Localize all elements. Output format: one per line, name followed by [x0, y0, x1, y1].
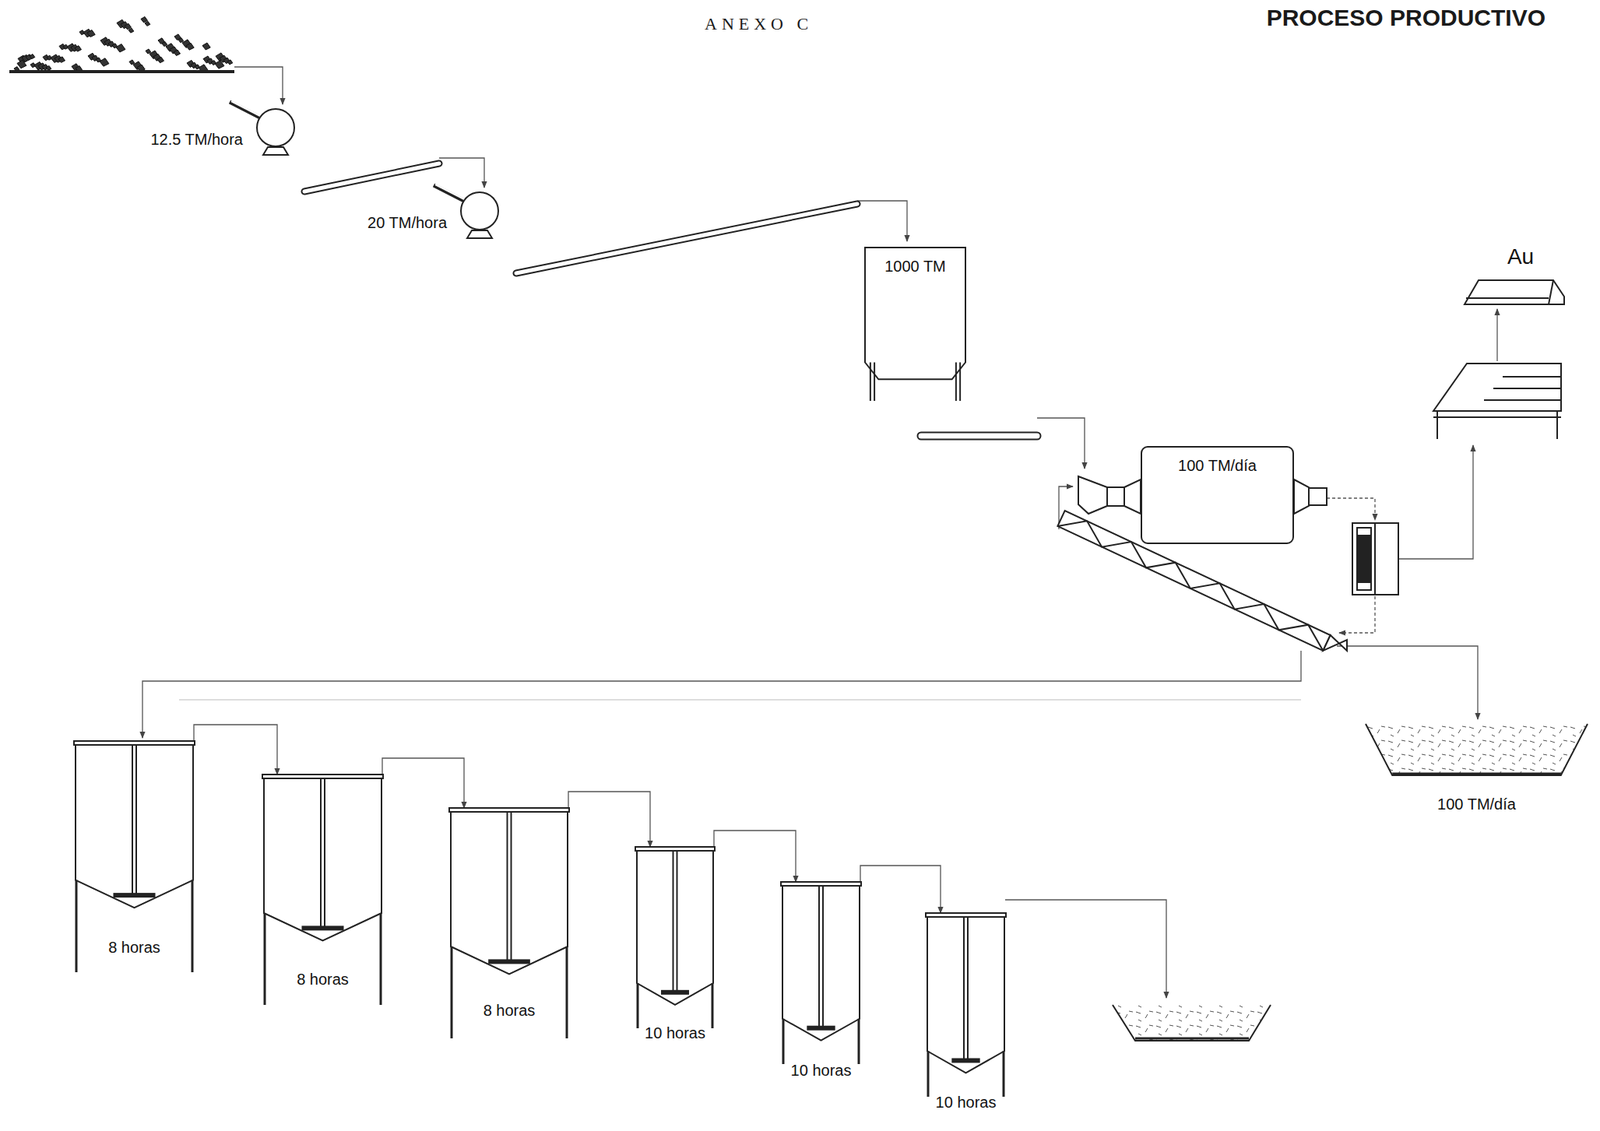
residence-time: 10 horas	[644, 1024, 706, 1043]
residence-time: 8 horas	[108, 938, 161, 957]
guide-line	[179, 699, 1302, 701]
leach-tank: 10 horas	[781, 882, 861, 1065]
leach-tank: 10 horas	[926, 914, 1006, 1098]
crusher-parts	[229, 101, 493, 239]
capacity-label: 12.5 TM/hora	[150, 130, 243, 149]
shaking-table	[1433, 363, 1562, 440]
capacity-label: 100 TM/día	[1178, 457, 1257, 475]
crusher-outline	[459, 190, 500, 232]
leach-tank-outline	[781, 882, 861, 1065]
residence-time: 10 horas	[791, 1061, 852, 1080]
ore-rock	[128, 28, 134, 33]
ore-rock	[74, 45, 82, 53]
tailings-pond	[1112, 1005, 1271, 1041]
leach-tank: 10 horas	[636, 847, 714, 1029]
ore-rock	[129, 59, 135, 65]
crusher: 12.5 TM/hora	[255, 107, 296, 148]
leach-tank-outline	[74, 741, 194, 973]
leach-tank: 8 horas	[74, 741, 194, 973]
ore-rock	[145, 49, 152, 54]
residence-time: 10 horas	[935, 1093, 997, 1112]
flow-connector	[382, 758, 465, 809]
gold-bar: Au	[1464, 275, 1565, 305]
capacity-label: 100 TM/día	[1437, 795, 1516, 814]
crusher-outline	[255, 107, 296, 148]
ore-rock	[87, 29, 95, 37]
settling-pond-outline	[1365, 724, 1588, 776]
flow-arrows	[142, 66, 1498, 999]
ore-rock	[17, 59, 27, 69]
ore-rock	[140, 16, 148, 23]
leach-tank-outline	[636, 847, 714, 1029]
settling-pond: 100 TM/día	[1365, 724, 1588, 776]
ore-rock	[99, 58, 110, 67]
ore-rock	[45, 65, 52, 71]
ball-mill: 100 TM/día	[1140, 446, 1295, 545]
ore-rock	[202, 42, 211, 50]
crusher: 20 TM/hora	[459, 190, 500, 232]
ore-rock	[157, 56, 165, 64]
flow-connector	[193, 724, 278, 775]
page-title: PROCESO PRODUCTIVO	[1266, 4, 1546, 32]
ore-rock	[214, 60, 225, 70]
separator-box	[1352, 523, 1399, 595]
ore-rock	[178, 38, 184, 43]
annex-label: ANEXO C	[704, 14, 813, 35]
product-label: Au	[1507, 244, 1534, 270]
gold-bar-outline	[1464, 275, 1565, 305]
ore-rock	[116, 43, 126, 53]
leach-tank: 8 horas	[263, 775, 383, 1006]
ground-line	[9, 70, 235, 74]
capacity-label: 20 TM/hora	[367, 214, 447, 233]
flow-connector	[860, 865, 941, 914]
ore-rock	[29, 54, 36, 60]
ore-bin: 1000 TM	[864, 246, 967, 401]
capacity-label: 1000 TM	[884, 257, 946, 276]
ore-rock	[186, 42, 194, 50]
ore-pile	[14, 16, 233, 73]
ore-rock	[144, 21, 151, 26]
ore-rock	[227, 59, 233, 65]
leach-tank: 8 horas	[450, 808, 569, 1039]
ore-rock	[161, 42, 168, 47]
belt-conveyor	[304, 163, 1038, 437]
leach-tank-outline	[926, 914, 1006, 1098]
flow-connector	[713, 830, 796, 883]
flow-connector	[568, 791, 651, 848]
residence-time: 8 horas	[296, 970, 349, 989]
residence-time: 8 horas	[483, 1002, 536, 1020]
ore-rock	[58, 56, 66, 64]
ore-rock	[173, 49, 181, 57]
